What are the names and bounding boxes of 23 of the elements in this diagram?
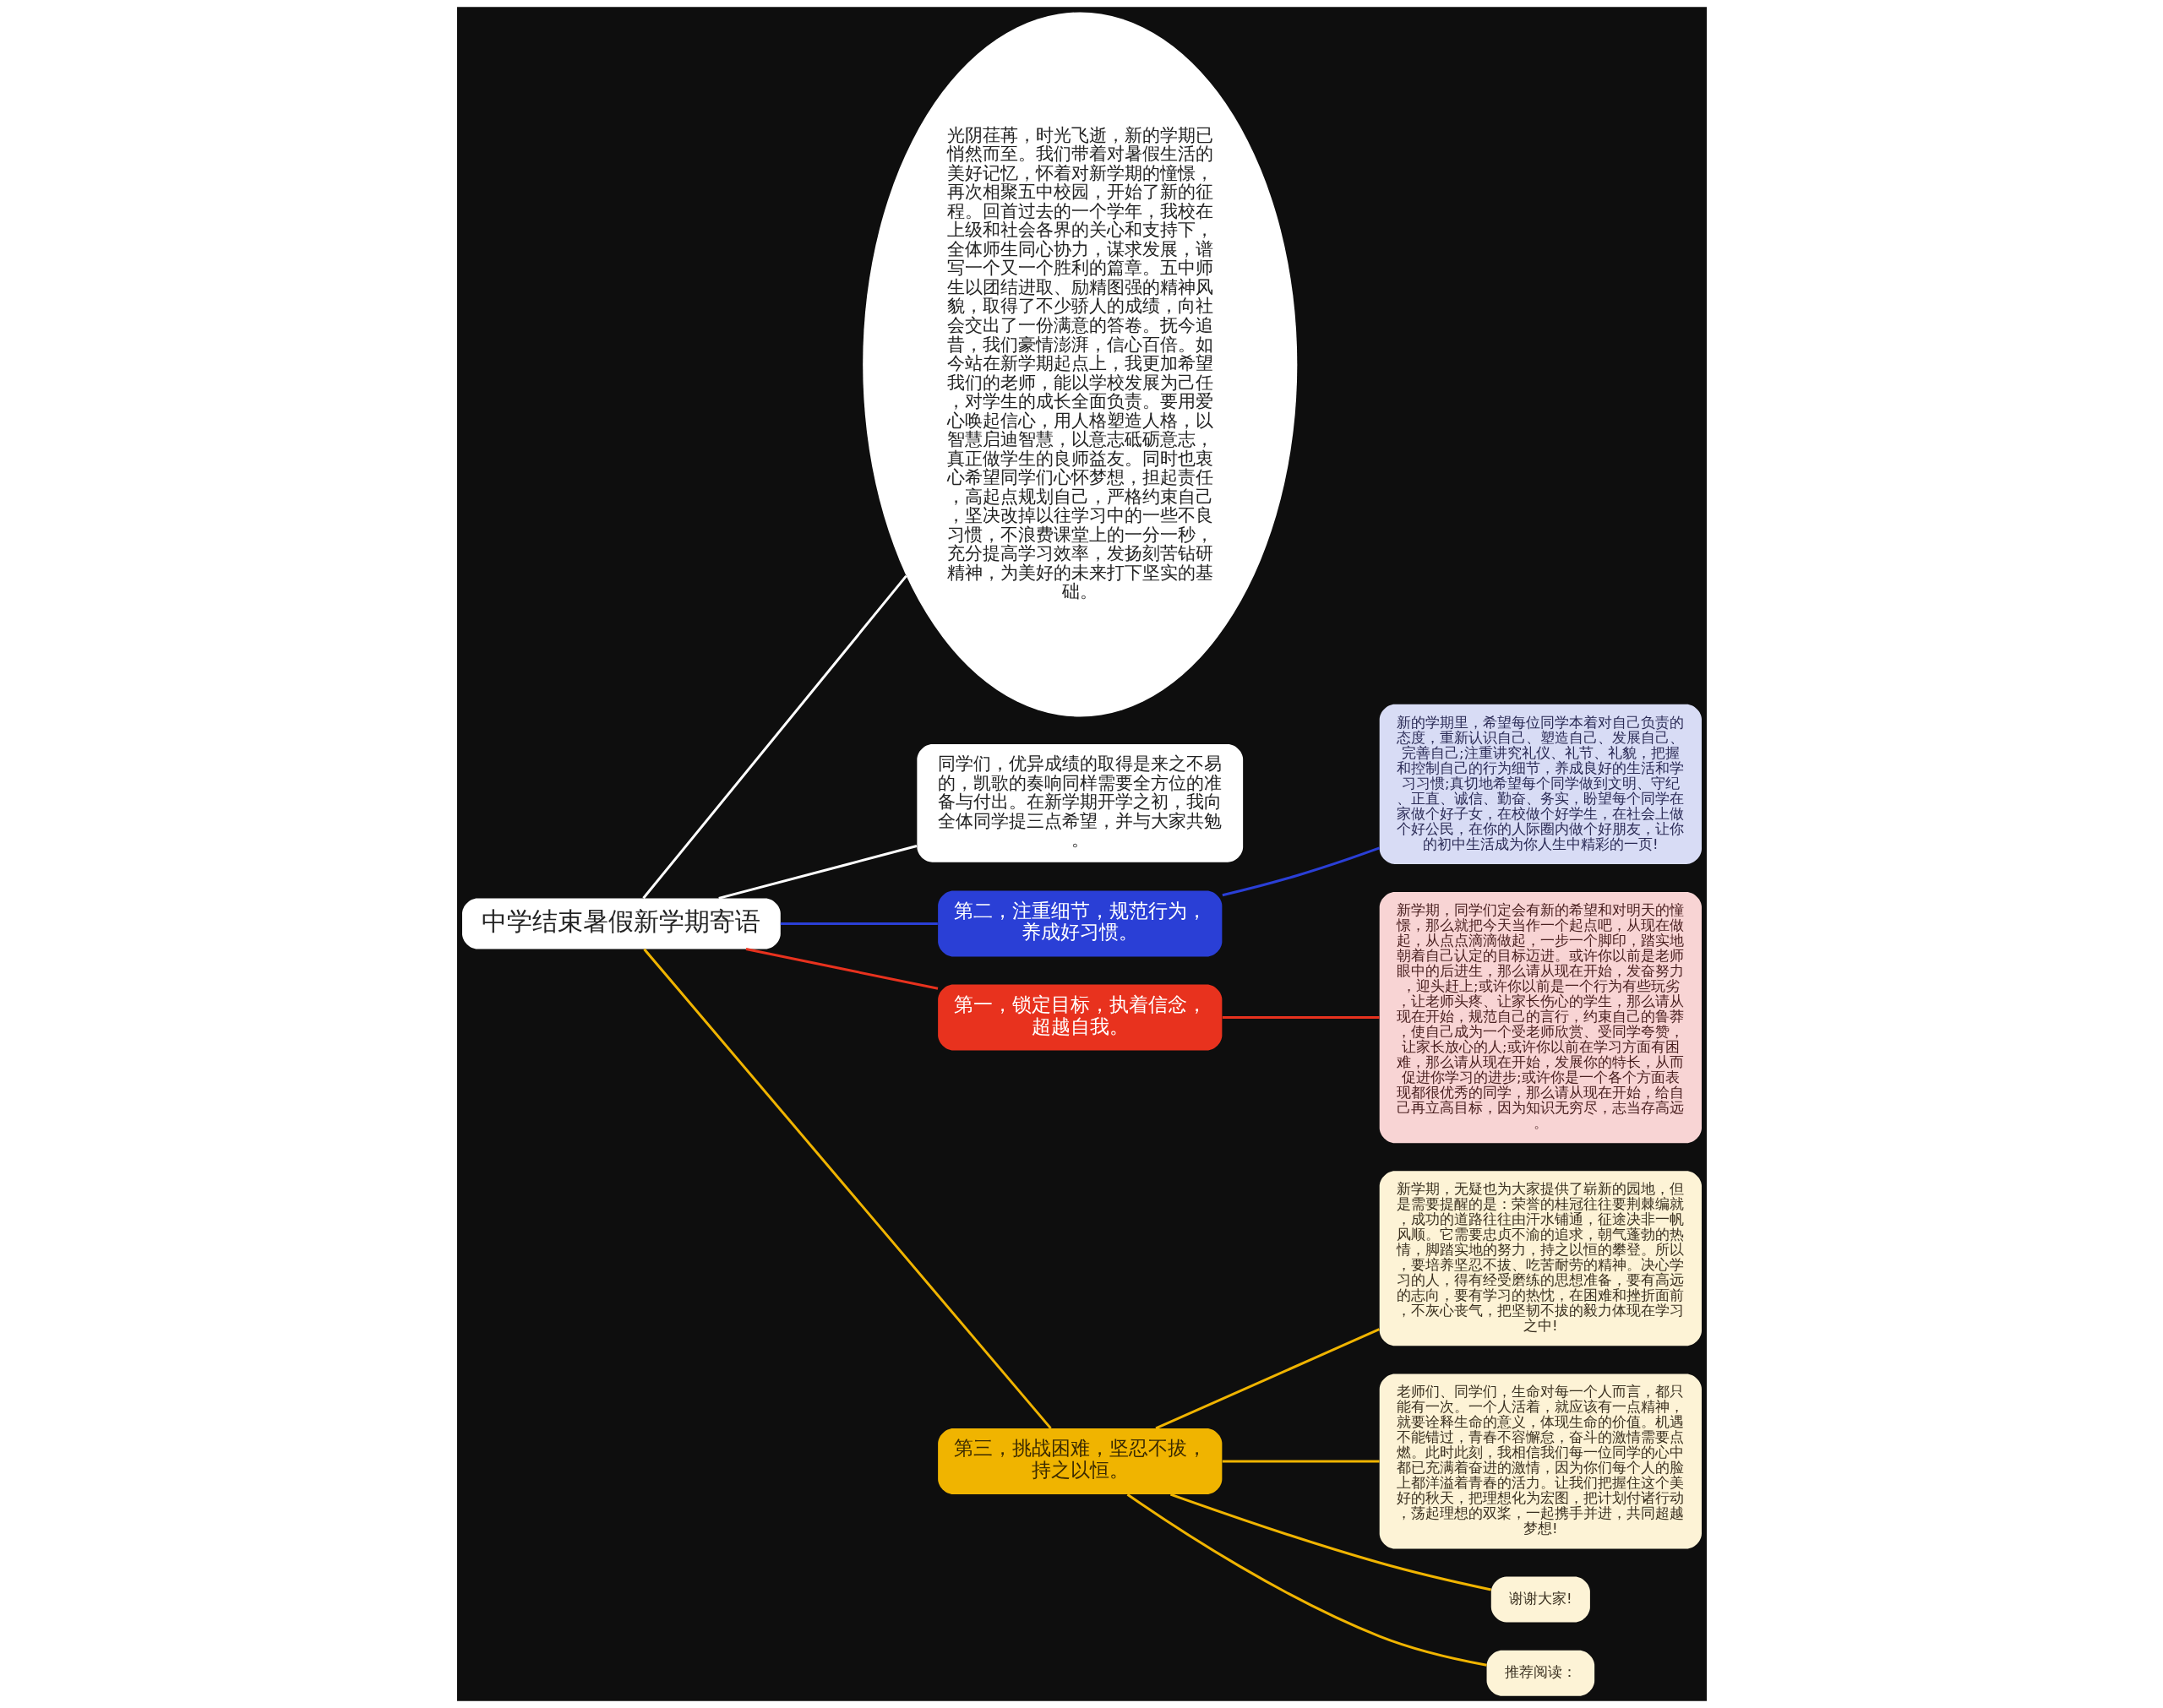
connector <box>780 922 938 925</box>
connector <box>1222 1016 1380 1020</box>
connector <box>641 574 907 900</box>
node-ellipse: 光阴荏苒，时光飞逝，新的学期已悄然而至。我们带着对暑假生活的美好记忆，怀着对新学期的憧憬，再次相聚五中校园，开始了新的征程。回首过去的一个学年，我校在上级和社会各界的关心和支持下，全体师生同心协力，谋求发展，谱写一个又一个胜利的篇章。五中师生以团结进取、励精图强的精神风貌，取得了不少骄人的成绩，向社会交出了一份满意的答卷。抚今追昔，我们豪情澎湃，信心百倍。如今站在新学期起点上，我更加希望我们的老师，能以学校发展为己任，对学生的成长全面负责。要用爱心唤起信心，用人格塑造人格，以智慧启迪智慧，以意志砥砺意志，真正做学生的良师益友。同时也衷心希望同学们心怀梦想，担起责任，高起点规划自己，严格约束自己，坚决改掉以往学习中的一些不良习惯，不浪费课堂上的一分一秒，充分提高学习效率，发扬刻苦钻研精神，为美好的未来打下坚实的基础。 <box>862 12 1297 717</box>
node-box: 中学结束暑假新学期寄语 <box>461 898 781 949</box>
node-box: 新学期，无疑也为大家提供了崭新的园地，但是需要提醒的是：荣誉的桂冠往往要荆棘编就，成功的道路往往由汗水铺通，征途决非一帆风顺。它需要忠贞不渝的追求，朝气蓬勃的热情，脚踏实地的努力，持之以恒的攀登。所以，要培养坚忍不拔、吃苦耐劳的精神。决心学习的人，得有经受磨练的思想准备，要有高远的志向，要有学习的热忱，在困难和挫折面前，不灰心丧气，把坚韧不拔的毅力体现在学习之中! <box>1379 1171 1702 1346</box>
connector <box>1222 1460 1380 1463</box>
connector <box>717 845 917 900</box>
node-box: 新的学期里，希望每位同学本着对自己负责的态度，重新认识自己、塑造自己、发展自己、完善自己;注重讲究礼仪、礼节、礼貌，把握和控制自己的行为细节，养成良好的生活和学习习惯;真切地希望每个同学做到文明、守纪、正直、诚信、勤奋、务实，盼望每个同学在家做个好子女，在校做个好学生，在社会上做个好公民，在你的人际圈内做个好朋友，让你的初中生活成为你人生中精彩的一页! <box>1379 704 1702 864</box>
connector <box>642 948 1052 1429</box>
node-box: 谢谢大家! <box>1490 1576 1590 1623</box>
connector <box>745 948 938 990</box>
node-box: 老师们、同学们，生命对每一个人而言，都只能有一次。一个人活着，就应该有一点精神，就要诠释生命的意义，体现生命的价值。机遇不能错过，青春不容懈怠，奋斗的激情需要点燃。此时此刻，我相信我们每一位同学的心中都已充满着奋进的激情，因为你们每个人的脸上都洋溢着青春的活力。让我们把握住这个美好的秋天，把理想化为宏图，把计划付诸行动，荡起理想的双桨，一起携手并进，共同超越梦想! <box>1379 1373 1702 1549</box>
node-box: 新学期，同学们定会有新的希望和对明天的憧憬，那么就把今天当作一个起点吧，从现在做起，从点点滴滴做起，一步一个脚印，踏实地朝着自己认定的目标迈进。或许你以前是老师眼中的后进生，那么请从现在开始，发奋努力，迎头赶上;或许你以前是一个行为有些玩劣，让老师头疼、让家长伤心的学生，那么请从现在开始，规范自己的言行，约束自己的鲁莽，使自己成为一个受老师欣赏、受同学夸赞，让家长放心的人;或许你以前在学习方面有困难，那么请从现在开始，发展你的特长，从而促进你学习的进步;或许你是一个各个方面表现都很优秀的同学，那么请从现在开始，给自己再立高目标，因为知识无穷尽，志当存高远。 <box>1379 891 1702 1144</box>
node-box: 第一，锁定目标，执着信念，超越自我。 <box>937 984 1222 1051</box>
connector <box>1126 1493 1487 1667</box>
connector <box>1222 846 1380 897</box>
node-box: 推荐阅读： <box>1486 1650 1594 1696</box>
node-box: 第二，注重细节，规范行为，养成好习惯。 <box>937 890 1222 957</box>
connector <box>1169 1493 1491 1591</box>
node-box: 同学们，优异成绩的取得是来之不易的，凯歌的奏响同样需要全方位的准备与付出。在新学期开学之初，我向全体同学提三点希望，并与大家共勉。 <box>916 744 1243 862</box>
connector <box>1154 1328 1380 1430</box>
node-box: 第三，挑战困难，坚忍不拔，持之以恒。 <box>937 1428 1222 1494</box>
